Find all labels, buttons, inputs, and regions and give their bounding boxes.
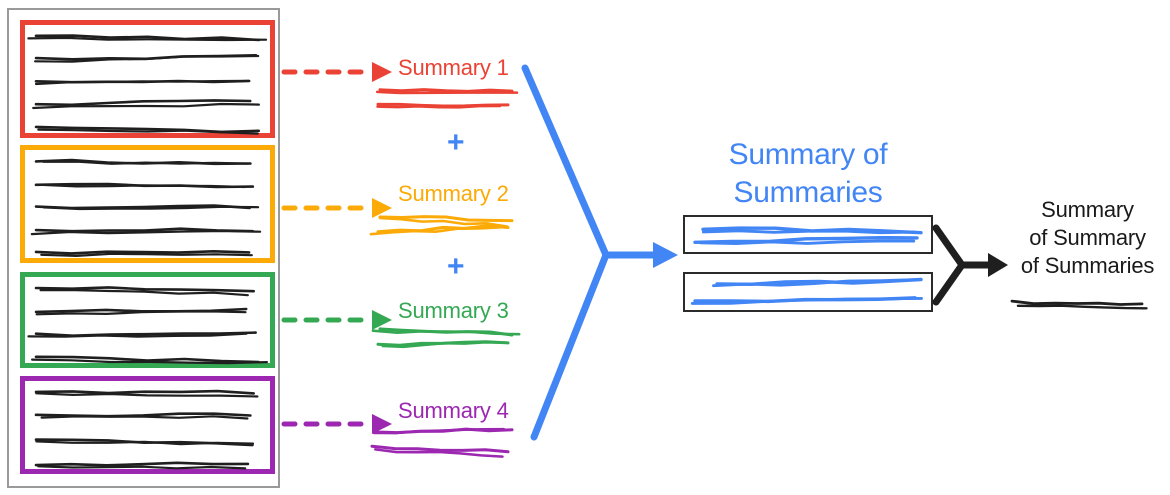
final-title-line-1: Summary xyxy=(1041,197,1134,222)
document-group-red[interactable] xyxy=(20,20,275,138)
summary-1-label: Summary 1 xyxy=(398,55,509,80)
summary-4-label: Summary 4 xyxy=(398,398,509,423)
document-group-green[interactable] xyxy=(20,272,275,368)
final-summary-title: Summary of Summary of Summaries xyxy=(1005,196,1170,280)
summary-of-summaries-box-2[interactable] xyxy=(683,272,933,312)
final-title-line-3: of Summaries xyxy=(1020,253,1155,278)
plus-operator-1: + xyxy=(447,126,465,159)
document-group-orange[interactable] xyxy=(20,145,275,263)
summary-3-label: Summary 3 xyxy=(398,298,509,323)
sos-title-line-2: Summaries xyxy=(733,176,883,209)
document-group-purple[interactable] xyxy=(20,376,275,474)
final-title-line-2: of Summary xyxy=(1029,225,1146,250)
sos-title-line-1: Summary of xyxy=(728,138,888,171)
summary-of-summaries-title: Summary of Summaries xyxy=(683,136,933,212)
summary-2-label: Summary 2 xyxy=(398,181,509,206)
summary-of-summaries-box-1[interactable] xyxy=(683,215,933,254)
plus-operator-2: + xyxy=(447,250,465,283)
